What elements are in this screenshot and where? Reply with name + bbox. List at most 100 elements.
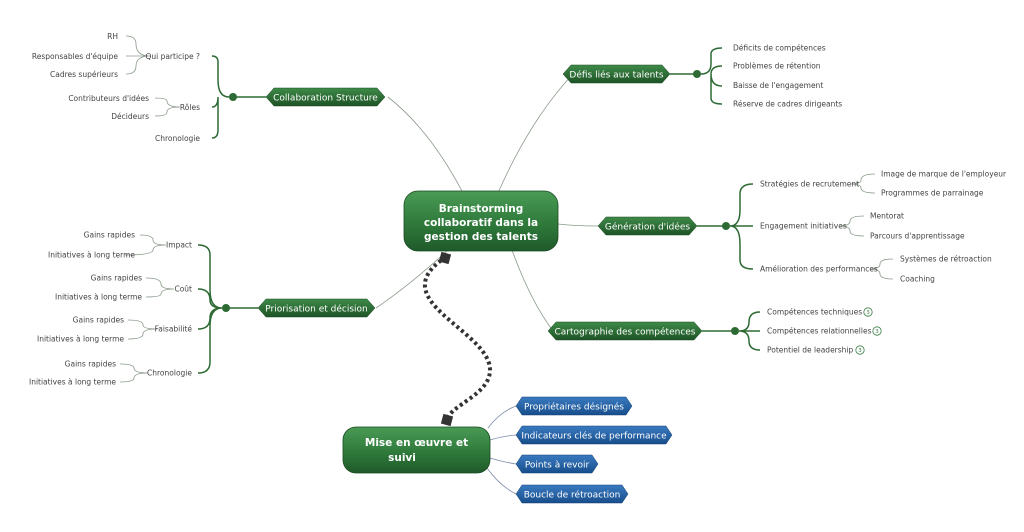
branch-knob[interactable] xyxy=(722,222,730,230)
item-reserve-cadres[interactable]: Réserve de cadres dirigeants xyxy=(733,100,842,109)
item-gains-rapides[interactable]: Gains rapides xyxy=(84,231,135,240)
cartographie-competences-node[interactable] xyxy=(547,321,703,341)
boucle-retroaction-label: Boucle de rétroaction xyxy=(524,490,621,501)
group-roles[interactable]: Rôles xyxy=(180,103,200,112)
branch-knob[interactable] xyxy=(693,70,701,78)
branch-implementation: Mise en œuvre et suivi Propriétaires dés… xyxy=(342,396,673,504)
branch-knob[interactable] xyxy=(731,327,739,335)
item-systemes-retroaction[interactable]: Systèmes de rétroaction xyxy=(900,255,992,264)
item-potentiel-leadership[interactable]: Potentiel de leadership xyxy=(767,346,854,355)
connector-cartographie xyxy=(511,249,554,332)
connector-defis-items xyxy=(700,47,723,105)
count-badge[interactable] xyxy=(872,326,882,336)
connector-priorisation xyxy=(375,249,449,309)
cartographie-competences-label: Cartographie des compétences xyxy=(555,327,696,338)
points-a-revoir-label: Points à revoir xyxy=(525,461,590,471)
collaboration-structure-label: Collaboration Structure xyxy=(273,94,378,104)
item-gains-rapides[interactable]: Gains rapides xyxy=(73,316,124,325)
central-topic-box[interactable] xyxy=(403,190,559,252)
connector-cout xyxy=(145,277,175,298)
branch-defis: Défis liés aux talents Déficits de compé… xyxy=(562,44,842,109)
item-parcours-apprentissage[interactable]: Parcours d'apprentissage xyxy=(870,232,965,241)
item-baisse-engagement[interactable]: Baisse de l'engagement xyxy=(733,81,823,90)
connector-collab-groups xyxy=(211,55,230,139)
generation-idees-node[interactable] xyxy=(597,216,698,236)
item-competences-techniques[interactable]: Compétences techniques xyxy=(767,308,862,317)
central-topic-line-1: Brainstorming xyxy=(439,203,524,215)
boucle-retroaction-node[interactable] xyxy=(515,484,629,504)
collaboration-structure-node[interactable] xyxy=(265,87,386,107)
branch-knob[interactable] xyxy=(229,93,237,101)
count-badge-label: 3 xyxy=(858,348,862,354)
connector-cartographie-items xyxy=(738,311,761,351)
group-faisabilite[interactable]: Faisabilité xyxy=(155,325,193,334)
indicateurs-performance-label: Indicateurs clés de performance xyxy=(521,431,667,442)
connector-generation xyxy=(557,223,599,227)
group-chronologie[interactable]: Chronologie xyxy=(147,369,192,378)
group-cout[interactable]: Coût xyxy=(174,285,192,294)
central-topic-line-3: gestion des talents xyxy=(424,231,538,243)
item-initiatives-long-terme[interactable]: Initiatives à long terme xyxy=(37,335,124,344)
branch-knob[interactable] xyxy=(222,304,230,312)
item-responsables-equipe[interactable]: Responsables d'équipe xyxy=(32,52,119,61)
generation-idees-label: Génération d'idées xyxy=(605,222,691,233)
item-cadres-superieurs[interactable]: Cadres supérieurs xyxy=(50,70,118,79)
connector-handle-bottom[interactable] xyxy=(440,413,454,427)
branch-generation: Génération d'idées Stratégies de recrute… xyxy=(597,170,1007,284)
group-chronologie[interactable]: Chronologie xyxy=(155,134,200,143)
group-impact[interactable]: Impact xyxy=(166,241,192,250)
branch-collaboration: Collaboration Structure Qui participe ? … xyxy=(32,32,386,143)
priorisation-decision-label: Priorisation et décision xyxy=(265,304,368,315)
connector-generation-groups xyxy=(729,183,754,270)
indicateurs-performance-node[interactable] xyxy=(515,425,673,445)
central-topic[interactable]: Brainstorming collaboratif dans la gesti… xyxy=(403,190,559,252)
dashed-connector-implementation xyxy=(423,255,493,421)
item-rh[interactable]: RH xyxy=(107,32,118,41)
connector-performances xyxy=(869,258,894,280)
item-mentorat[interactable]: Mentorat xyxy=(870,212,904,221)
connector-recrutement xyxy=(850,173,876,194)
count-badge-label: 3 xyxy=(875,329,879,335)
proprietaires-designes-node[interactable] xyxy=(515,396,633,416)
connector-impact xyxy=(124,234,167,256)
count-badge[interactable] xyxy=(855,345,865,355)
group-amelioration-performances[interactable]: Amélioration des performances xyxy=(760,265,878,274)
central-connectors xyxy=(375,73,599,427)
item-competences-relationnelles[interactable]: Compétences relationnelles xyxy=(767,327,872,336)
item-initiatives-long-terme[interactable]: Initiatives à long terme xyxy=(29,378,116,387)
implementation-line-1: Mise en œuvre et xyxy=(365,437,468,449)
connector-faisabilite xyxy=(127,319,158,340)
connector-priorisation-groups xyxy=(197,244,223,374)
group-engagement-initiatives[interactable]: Engagement initiatives xyxy=(760,222,847,231)
connector-collaboration xyxy=(387,96,464,194)
defis-talents-label: Défis liés aux talents xyxy=(569,70,663,81)
defis-talents-node[interactable] xyxy=(562,64,671,84)
implementation-node-box[interactable] xyxy=(342,426,491,474)
item-image-marque[interactable]: Image de marque de l'employeur xyxy=(881,170,1007,179)
item-initiatives-long-terme[interactable]: Initiatives à long terme xyxy=(48,251,135,260)
connector-engagement xyxy=(839,215,865,237)
item-gains-rapides[interactable]: Gains rapides xyxy=(65,360,116,369)
connector-handle-top[interactable] xyxy=(438,251,452,265)
group-strategies-recrutement[interactable]: Stratégies de recrutement xyxy=(760,180,859,189)
connector-qui-participe xyxy=(125,35,151,75)
item-problemes-retention[interactable]: Problèmes de rétention xyxy=(733,62,821,71)
item-deficits-competences[interactable]: Déficits de compétences xyxy=(733,44,826,53)
item-gains-rapides[interactable]: Gains rapides xyxy=(91,274,142,283)
count-badge-label: 3 xyxy=(866,310,870,316)
connector-chronologie xyxy=(119,363,149,383)
implementation-line-2: suivi xyxy=(388,452,416,464)
connector-roles xyxy=(154,97,181,117)
group-qui-participe[interactable]: Qui participe ? xyxy=(145,52,200,61)
item-contributeurs[interactable]: Contributeurs d'idées xyxy=(68,94,149,103)
count-badge[interactable] xyxy=(863,307,873,317)
item-coaching[interactable]: Coaching xyxy=(900,275,935,284)
item-programmes-parrainage[interactable]: Programmes de parrainage xyxy=(881,189,984,198)
branch-priorisation: Priorisation et décision Impact Gains ra… xyxy=(29,231,376,387)
connector-implementation-items xyxy=(486,405,517,495)
item-initiatives-long-terme[interactable]: Initiatives à long terme xyxy=(55,293,142,302)
item-decideurs[interactable]: Décideurs xyxy=(111,112,149,121)
priorisation-decision-node[interactable] xyxy=(257,298,376,318)
points-a-revoir-node[interactable] xyxy=(515,454,599,474)
